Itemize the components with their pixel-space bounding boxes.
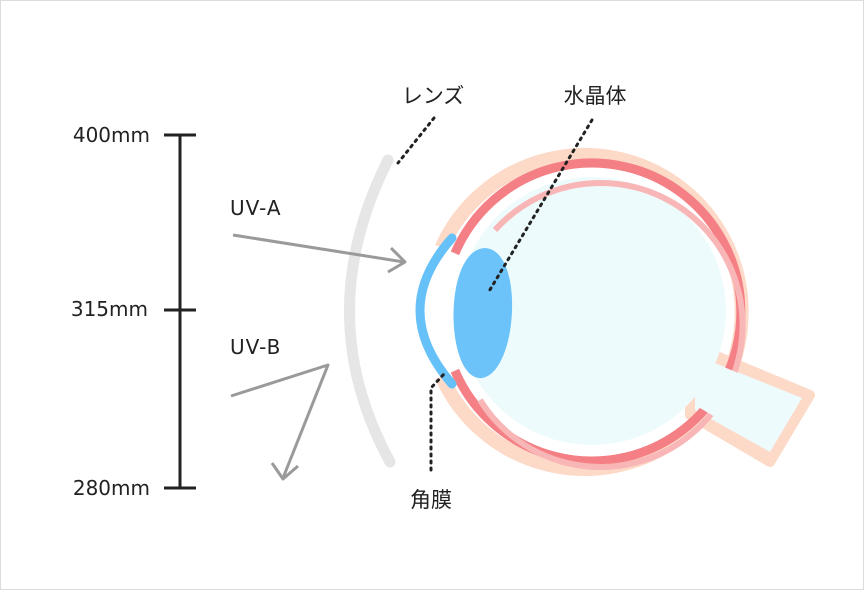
crystalline-lens-label: 水晶体 bbox=[564, 84, 627, 108]
wavelength-scale: 400mm 315mm 280mm bbox=[71, 123, 196, 500]
cornea-label: 角膜 bbox=[410, 488, 452, 512]
scale-label-400: 400mm bbox=[73, 123, 150, 147]
lens-label: レンズ bbox=[402, 84, 465, 108]
uv-a-ray: UV-A bbox=[230, 196, 407, 274]
scale-label-280: 280mm bbox=[73, 476, 150, 500]
retina bbox=[477, 179, 746, 470]
cornea bbox=[415, 233, 457, 389]
glasses-lens bbox=[344, 154, 396, 468]
crystalline-lens bbox=[453, 248, 513, 379]
uv-a-arrow-shaft bbox=[232, 233, 405, 264]
vitreous-body bbox=[458, 177, 726, 445]
lens-leader-line bbox=[396, 116, 436, 165]
uv-a-label: UV-A bbox=[230, 196, 282, 220]
uv-a-arrow-head bbox=[387, 246, 407, 274]
uv-b-label: UV-B bbox=[230, 335, 281, 359]
uv-b-arrow-head bbox=[270, 462, 299, 481]
scale-label-315: 315mm bbox=[71, 297, 148, 321]
eyeball bbox=[415, 148, 815, 476]
optic-nerve-inner bbox=[700, 362, 795, 447]
cornea-leader-line bbox=[429, 372, 446, 472]
crystalline-lens-leader-line bbox=[486, 118, 594, 295]
uv-b-ray: UV-B bbox=[230, 335, 330, 481]
uv-b-arrow-shaft bbox=[230, 363, 330, 479]
